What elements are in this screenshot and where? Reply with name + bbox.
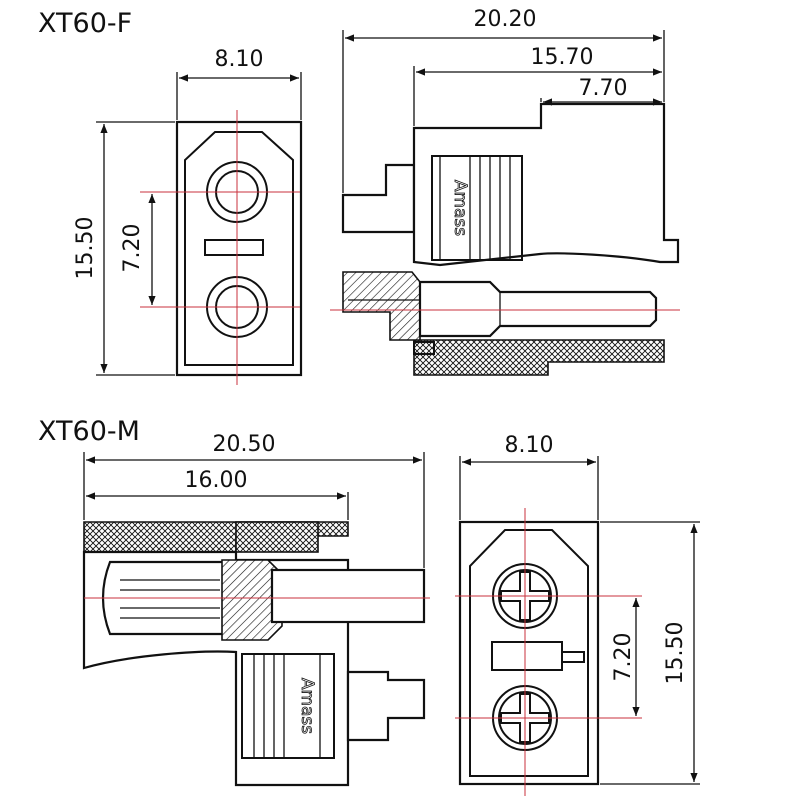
m-front-inner-outline xyxy=(469,529,589,777)
f-side-solder-cup xyxy=(342,271,421,341)
xt60-m-side-view: Amass 20.50 16.00 xyxy=(82,432,430,787)
m-side-body-label: 16.00 xyxy=(185,468,248,493)
f-height-label: 15.50 xyxy=(73,217,98,280)
m-side-wall-boss xyxy=(235,521,319,553)
m-side-contact-core xyxy=(221,559,283,641)
m-side-rear-tab xyxy=(346,670,426,742)
title-xt60-f: XT60-F xyxy=(38,8,132,39)
title-xt60-m: XT60-M xyxy=(38,416,140,447)
f-brand-embossing: Amass xyxy=(450,180,470,236)
f-front-inner-outline xyxy=(184,131,294,366)
m-side-solder-cup xyxy=(270,568,426,624)
m-lower-pin-slot xyxy=(500,693,550,743)
m-width-label: 8.10 xyxy=(505,433,554,458)
m-upper-pin-slot xyxy=(500,571,550,621)
xt60-m-front-view: 8.10 7.20 15.50 xyxy=(455,433,700,796)
xt60-f-front-view: 8.10 15.50 7.20 xyxy=(73,47,303,385)
f-side-sleeve-hatched xyxy=(413,339,665,376)
m-pitch-label: 7.20 xyxy=(611,633,636,682)
f-side-grip xyxy=(431,155,523,261)
xt60-f-side-view: Amass 20.20 15.70 7.70 xyxy=(330,7,680,376)
m-side-grip xyxy=(241,653,335,759)
f-side-rear-tab xyxy=(341,163,416,234)
f-width-label: 8.10 xyxy=(215,47,264,72)
m-height-label: 15.50 xyxy=(663,622,688,685)
f-side-body-label: 15.70 xyxy=(531,45,594,70)
m-key-latch xyxy=(561,651,585,663)
m-side-total-label: 20.50 xyxy=(213,432,276,457)
f-side-cap-label: 7.70 xyxy=(579,76,628,101)
f-front-body xyxy=(175,120,303,377)
m-brand-embossing: Amass xyxy=(297,678,317,734)
f-pitch-label: 7.20 xyxy=(120,224,145,273)
f-side-latch xyxy=(413,341,435,355)
f-side-total-label: 20.20 xyxy=(474,7,537,32)
f-side-contact-pin xyxy=(418,280,658,338)
f-key-slot xyxy=(204,239,264,256)
